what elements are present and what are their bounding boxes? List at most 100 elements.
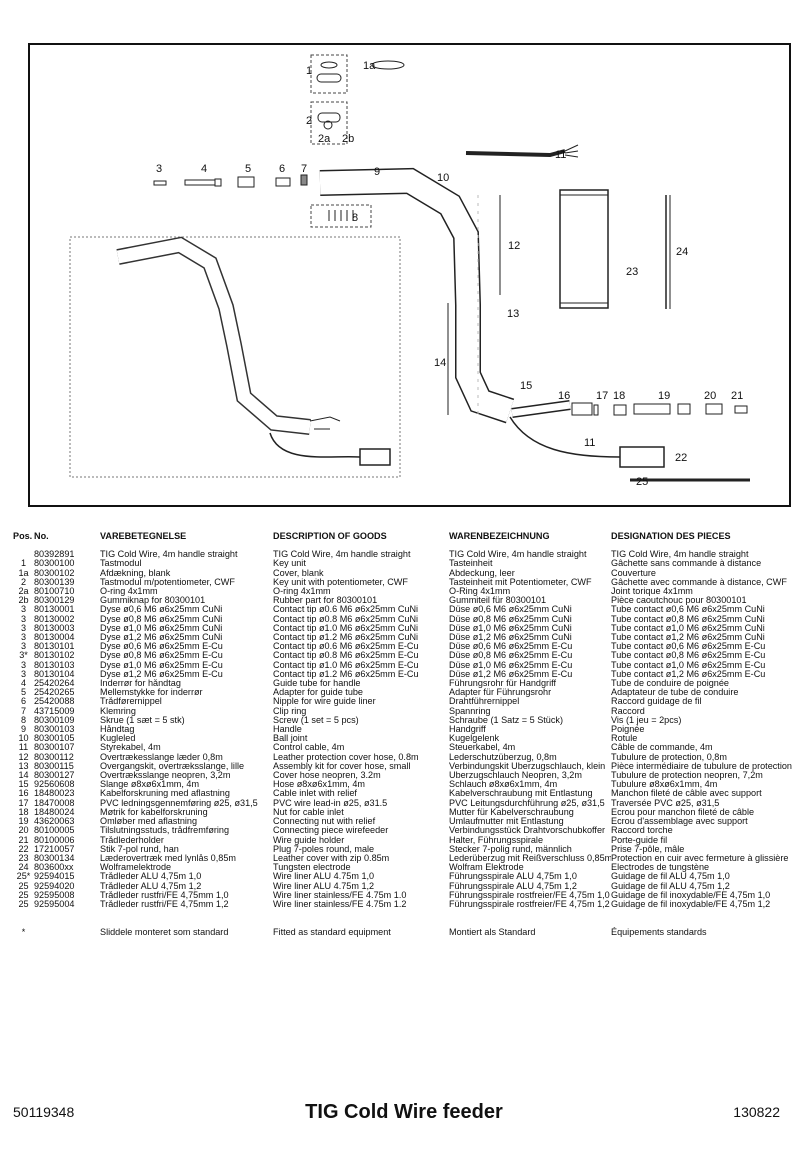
danish-cell: Omløber med aflastning bbox=[100, 817, 198, 827]
danish-cell: O-ring 4x1mm bbox=[100, 587, 158, 597]
english-cell: Hose ø8xø6x1mm, 4m bbox=[273, 780, 365, 790]
english-cell: Cable inlet with relief bbox=[273, 789, 357, 799]
callout-label: 22 bbox=[675, 452, 687, 464]
german-cell: O-Ring 4x1mm bbox=[449, 587, 511, 597]
danish-cell: Skrue (1 sæt = 5 stk) bbox=[100, 715, 185, 725]
part-number-cell: 80100710 bbox=[34, 587, 75, 597]
german-cell: Führungsspirale rostfreier/FE 4,75m 1,0 bbox=[449, 890, 610, 900]
danish-cell: Trådleder rustfri/FE 4,75mm 1,0 bbox=[100, 890, 229, 900]
callout-label: 5 bbox=[245, 163, 251, 175]
pos-cell: 3 bbox=[20, 614, 27, 624]
english-cell: Cover, blank bbox=[273, 568, 324, 578]
pos-cell: 10 bbox=[18, 734, 29, 744]
pos-cell: 20 bbox=[18, 826, 29, 836]
part-number-cell: 80130001 bbox=[34, 605, 75, 615]
overview-torch bbox=[116, 236, 391, 466]
danish-cell: Inderrør for håndtag bbox=[100, 679, 181, 689]
callout-label: 2a bbox=[318, 133, 331, 145]
german-cell: Umlaufmutter mit Entlastung bbox=[449, 817, 564, 827]
pos-cell: 5 bbox=[20, 688, 27, 698]
french-cell: Tubulure de protection, 0,8m bbox=[611, 752, 727, 762]
french-cell: TIG Cold Wire, 4m handle straight bbox=[611, 550, 749, 560]
pos-cell: 1 bbox=[20, 559, 27, 569]
french-cell: Gâchette sans commande à distance bbox=[611, 559, 762, 569]
danish-cell: PVC ledningsgennemføring ø25, ø31,5 bbox=[100, 798, 258, 808]
part-number-cell: 80300139 bbox=[34, 577, 75, 587]
english-cell: Handle bbox=[273, 725, 302, 735]
pos-cell: 23 bbox=[18, 853, 29, 863]
german-cell: Düse ø1,2 M6 ø6x25mm E-Cu bbox=[449, 669, 573, 679]
cover-blank-part bbox=[371, 60, 405, 70]
danish-cell: Tilslutningsstuds, trådfremføring bbox=[100, 826, 230, 836]
part-number-cell: 80300100 bbox=[34, 559, 75, 569]
french-cell: Guidage de fil inoxydable/FE 4,75m 1,2 bbox=[611, 899, 771, 909]
german-cell: TIG Cold Wire, 4m handle straight bbox=[449, 550, 587, 560]
english-cell: Control cable, 4m bbox=[273, 743, 345, 753]
pos-cell: 13 bbox=[18, 761, 29, 771]
danish-cell: Overgangskit, overtræksslange, lille bbox=[100, 761, 245, 771]
part-number-cell bbox=[34, 909, 100, 937]
danish-cell: Kugleled bbox=[100, 734, 136, 744]
pos-cell: 15 bbox=[18, 780, 29, 790]
part-number-cell: 80300134 bbox=[34, 853, 75, 863]
french-cell: Tube contact ø1,0 M6 ø6x25mm CuNi bbox=[611, 623, 765, 633]
english-cell: O-ring 4x1mm bbox=[273, 587, 331, 597]
english-cell: Wire liner stainless/FE 4.75m 1.0 bbox=[273, 890, 407, 900]
part-number-cell: 80300129 bbox=[34, 596, 75, 606]
german-cell: Führungsrohr für Handgriff bbox=[449, 679, 556, 689]
callout-label: 17 bbox=[596, 390, 608, 402]
english-cell: Connecting piece wirefeeder bbox=[273, 826, 389, 836]
table-header-row: Pos. No. VAREBETEGNELSE DESCRIPTION OF G… bbox=[13, 531, 793, 550]
english-cell: Nipple for wire guide liner bbox=[273, 697, 376, 707]
callout-label: 18 bbox=[613, 390, 625, 402]
english-cell: Leather cover with zip 0.85m bbox=[273, 853, 390, 863]
col-danish-header: VAREBETEGNELSE bbox=[100, 531, 187, 541]
german-cell: Lederschutzüberzug, 0,8m bbox=[449, 752, 557, 762]
english-cell: Contact tip ø0.6 M6 ø6x25mm CuNi bbox=[273, 605, 419, 615]
german-cell: Tasteinheit bbox=[449, 559, 493, 569]
german-cell: Düse ø0,6 M6 ø6x25mm CuNi bbox=[449, 605, 572, 615]
danish-cell: Stik 7-pol rund, han bbox=[100, 844, 179, 854]
callout-label: 13 bbox=[507, 308, 519, 320]
pos-cell: 16 bbox=[18, 789, 29, 799]
danish-cell: Styrekabel, 4m bbox=[100, 743, 161, 753]
pos-cell: 11 bbox=[18, 743, 29, 753]
french-cell: Ecrou d'assemblage avec support bbox=[611, 817, 748, 827]
part-number-cell: 80100005 bbox=[34, 826, 75, 836]
german-cell: Lederüberzug mit Reißverschluss 0,85m bbox=[449, 853, 611, 863]
danish-cell: Sliddele monteret som standard bbox=[100, 927, 229, 938]
pos-cell: 25 bbox=[18, 881, 29, 891]
french-cell: Tube contact ø0,6 M6 ø6x25mm E-Cu bbox=[611, 642, 766, 652]
part-number-cell: 80392891 bbox=[34, 550, 75, 560]
part-number-cell: 92594015 bbox=[34, 872, 75, 882]
english-cell: Screw (1 set = 5 pcs) bbox=[273, 715, 359, 725]
danish-cell: Dyse ø0,6 M6 ø6x25mm CuNi bbox=[100, 605, 223, 615]
part-number-cell: 803600xx bbox=[34, 863, 74, 873]
col-no-header: No. bbox=[34, 531, 49, 541]
french-cell: Électrodes de tungstène bbox=[611, 863, 710, 873]
german-cell: Steuerkabel, 4m bbox=[449, 743, 516, 753]
french-cell: Vis (1 jeu = 2pcs) bbox=[611, 715, 682, 725]
german-cell: Handgriff bbox=[449, 725, 486, 735]
pos-cell: 7 bbox=[20, 706, 27, 716]
part-number-cell: 92595008 bbox=[34, 890, 75, 900]
danish-cell: Afdækning, blank bbox=[100, 568, 171, 578]
part-number-cell: 80130103 bbox=[34, 660, 75, 670]
document-title: TIG Cold Wire feeder bbox=[305, 1101, 503, 1123]
pos-cell: 3 bbox=[20, 623, 27, 633]
french-cell: Guidage de fil ALU 4,75m 1,2 bbox=[611, 881, 730, 891]
part-number-cell: 80130104 bbox=[34, 669, 75, 679]
part-number-cell: 18480024 bbox=[34, 807, 75, 817]
